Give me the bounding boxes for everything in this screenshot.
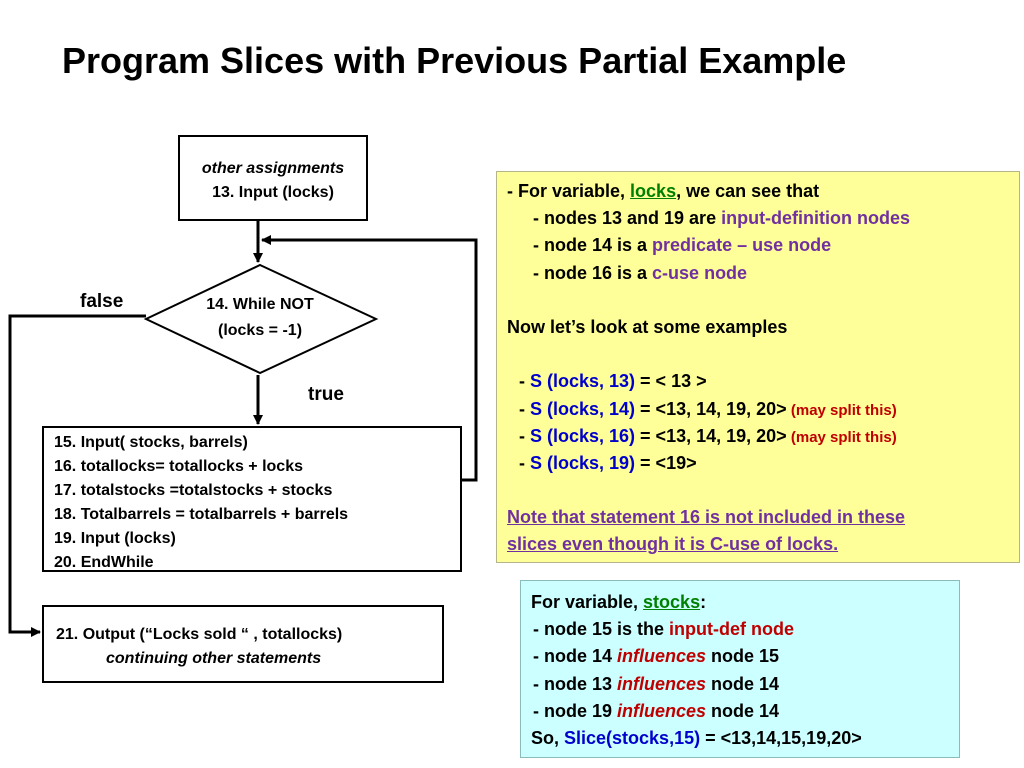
- node-21-line1: 21. Output (“Locks sold “ , totallocks): [56, 626, 343, 643]
- note-line-1: Note that statement 16 is not included i…: [507, 507, 906, 528]
- slice-locks-13: - S (locks, 13) = < 13 >: [519, 371, 707, 392]
- stocks-line-4: - node 19 influences node 14: [533, 700, 780, 721]
- slice-locks-14: - S (locks, 14) = <13, 14, 19, 20> (may …: [519, 398, 897, 419]
- loop-line-20: 20. EndWhile: [54, 554, 154, 571]
- slice-locks-19: - S (locks, 19) = <19>: [519, 452, 697, 473]
- node-21-line2: continuing other statements: [106, 650, 322, 667]
- decision-diamond: [143, 263, 379, 375]
- decision-text: 14. While NOT (locks = -1): [180, 292, 340, 344]
- loop-line-16: 16. totallocks= totallocks + locks: [54, 458, 303, 475]
- note-line-2: slices even though it is C-use of locks.: [507, 534, 839, 555]
- locks-node-line-1: - nodes 13 and 19 are input-definition n…: [533, 208, 911, 229]
- loop-line-19: 19. Input (locks): [54, 530, 176, 547]
- locks-intro: - For variable, locks, we can see that: [507, 181, 820, 201]
- stocks-line-3: - node 13 influences node 14: [533, 673, 780, 694]
- node-13-line1: other assignments: [201, 160, 345, 177]
- loop-line-18: 18. Totalbarrels = totalbarrels + barrel…: [54, 506, 349, 523]
- arrow-false-branch: [8, 314, 146, 637]
- locks-node-line-3: - node 16 is a c-use node: [533, 262, 748, 283]
- locks-explanation-panel: - For variable, locks, we can see that -…: [496, 171, 1020, 563]
- loop-line-17: 17. totalstocks =totalstocks + stocks: [54, 482, 333, 499]
- label-false: false: [80, 291, 124, 312]
- stocks-intro: For variable, stocks:: [531, 592, 707, 612]
- loop-line-15: 15. Input( stocks, barrels): [54, 434, 248, 451]
- page-title: Program Slices with Previous Partial Exa…: [62, 40, 847, 81]
- stocks-slice-summary: So, Slice(stocks,15) = <13,14,15,19,20>: [531, 727, 862, 748]
- label-true: true: [308, 384, 344, 405]
- stocks-explanation-panel: For variable, stocks: - node 15 is the i…: [520, 580, 960, 758]
- node-13-box: other assignments 13. Input (locks): [178, 135, 368, 221]
- stocks-line-2: - node 14 influences node 15: [533, 646, 780, 667]
- decision-line2: (locks = -1): [217, 322, 303, 339]
- loop-body-box: 15. Input( stocks, barrels) 16. totalloc…: [42, 426, 462, 572]
- node-21-box: 21. Output (“Locks sold “ , totallocks) …: [42, 605, 444, 683]
- slice-locks-16: - S (locks, 16) = <13, 14, 19, 20> (may …: [519, 425, 897, 446]
- stocks-line-1: - node 15 is the input-def node: [533, 619, 795, 640]
- decision-line1: 14. While NOT: [206, 296, 314, 313]
- locks-node-line-2: - node 14 is a predicate – use node: [533, 235, 832, 256]
- arrow-loop-back: [261, 235, 478, 482]
- examples-heading: Now let’s look at some examples: [507, 316, 788, 337]
- locks-variable: locks: [630, 181, 677, 201]
- node-13-line2: 13. Input (locks): [212, 184, 334, 201]
- stocks-variable: stocks: [643, 592, 701, 612]
